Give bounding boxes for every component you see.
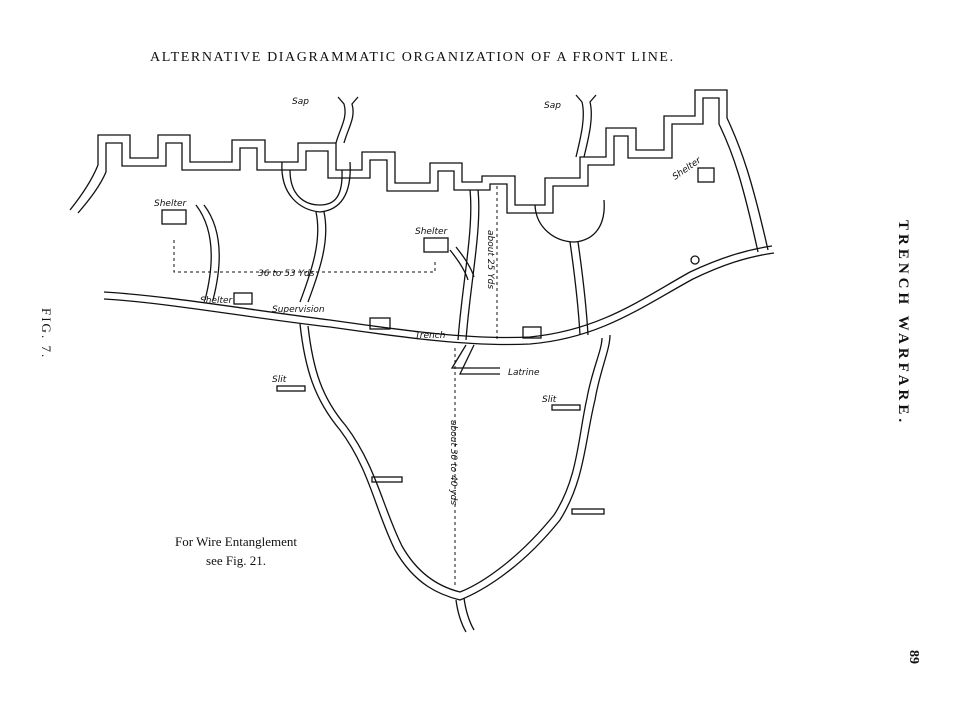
- bay-left-inner: [289, 169, 343, 206]
- shelter-mid-box: [423, 237, 449, 253]
- dim-label-vertical-bottom: about 30 to 40 yds: [448, 420, 458, 505]
- comm-trench-1: [195, 204, 220, 301]
- bay-right: [534, 199, 605, 243]
- label-trench: Trench: [415, 331, 446, 341]
- slit-left-1: [276, 385, 306, 392]
- sap-left: [335, 96, 359, 144]
- label-supervision: Supervision: [272, 305, 325, 315]
- slit-left-2: [371, 476, 403, 483]
- support-loop-inner: [307, 325, 603, 593]
- dim-horizontal: [173, 240, 436, 273]
- fire-trench-outer: [69, 89, 769, 251]
- shelter-support-box: [233, 292, 253, 305]
- supervision-trench-top: [103, 245, 773, 339]
- support-box-2: [369, 317, 391, 330]
- support-box-3: [522, 326, 542, 339]
- support-dugout: [690, 255, 700, 265]
- label-latrine: Latrine: [508, 368, 540, 378]
- comm-trench-4: [569, 241, 589, 336]
- page-number: 89: [906, 650, 921, 664]
- sap-right: [575, 94, 597, 158]
- support-loop-outer: [299, 323, 611, 601]
- supervision-trench-bottom: [103, 252, 775, 346]
- shelter-right-box: [697, 167, 715, 183]
- comm-trench-shelter: [449, 246, 475, 281]
- comm-trench-3: [457, 189, 480, 341]
- comm-trench-2: [299, 211, 327, 303]
- label-slit-left: Slit: [272, 375, 287, 385]
- slit-right-2: [571, 508, 605, 515]
- label-slit-right: Slit: [542, 395, 557, 405]
- label-shelter-mid: Shelter: [415, 227, 449, 237]
- rear-comm-trench: [455, 597, 475, 633]
- dim-label-horizontal: 36 to 53 Yds: [258, 269, 315, 279]
- label-sap-right: Sap: [544, 101, 561, 111]
- label-sap-left: Sap: [292, 97, 309, 107]
- label-shelter-right: Shelter: [671, 155, 704, 182]
- fire-trench-inner: [77, 97, 759, 253]
- shelter-left-box: [161, 209, 187, 225]
- label-shelter-left: Shelter: [154, 199, 188, 209]
- note-line-2: see Fig. 21.: [206, 553, 266, 568]
- wire-entanglement-note: For Wire Entanglement see Fig. 21.: [156, 532, 316, 570]
- page-heading: TRENCH WARFARE.: [895, 220, 911, 427]
- slit-right-1: [551, 404, 581, 411]
- label-shelter-support: Shelter: [200, 296, 234, 306]
- note-line-1: For Wire Entanglement: [175, 534, 297, 549]
- dim-label-vertical-top: about 25 Yds: [485, 230, 495, 289]
- bay-left: [281, 161, 351, 213]
- figure-label: FIG. 7.: [39, 308, 54, 360]
- diagram-title: ALTERNATIVE DIAGRAMMATIC ORGANIZATION OF…: [150, 50, 675, 65]
- latrine-trench: [450, 344, 500, 375]
